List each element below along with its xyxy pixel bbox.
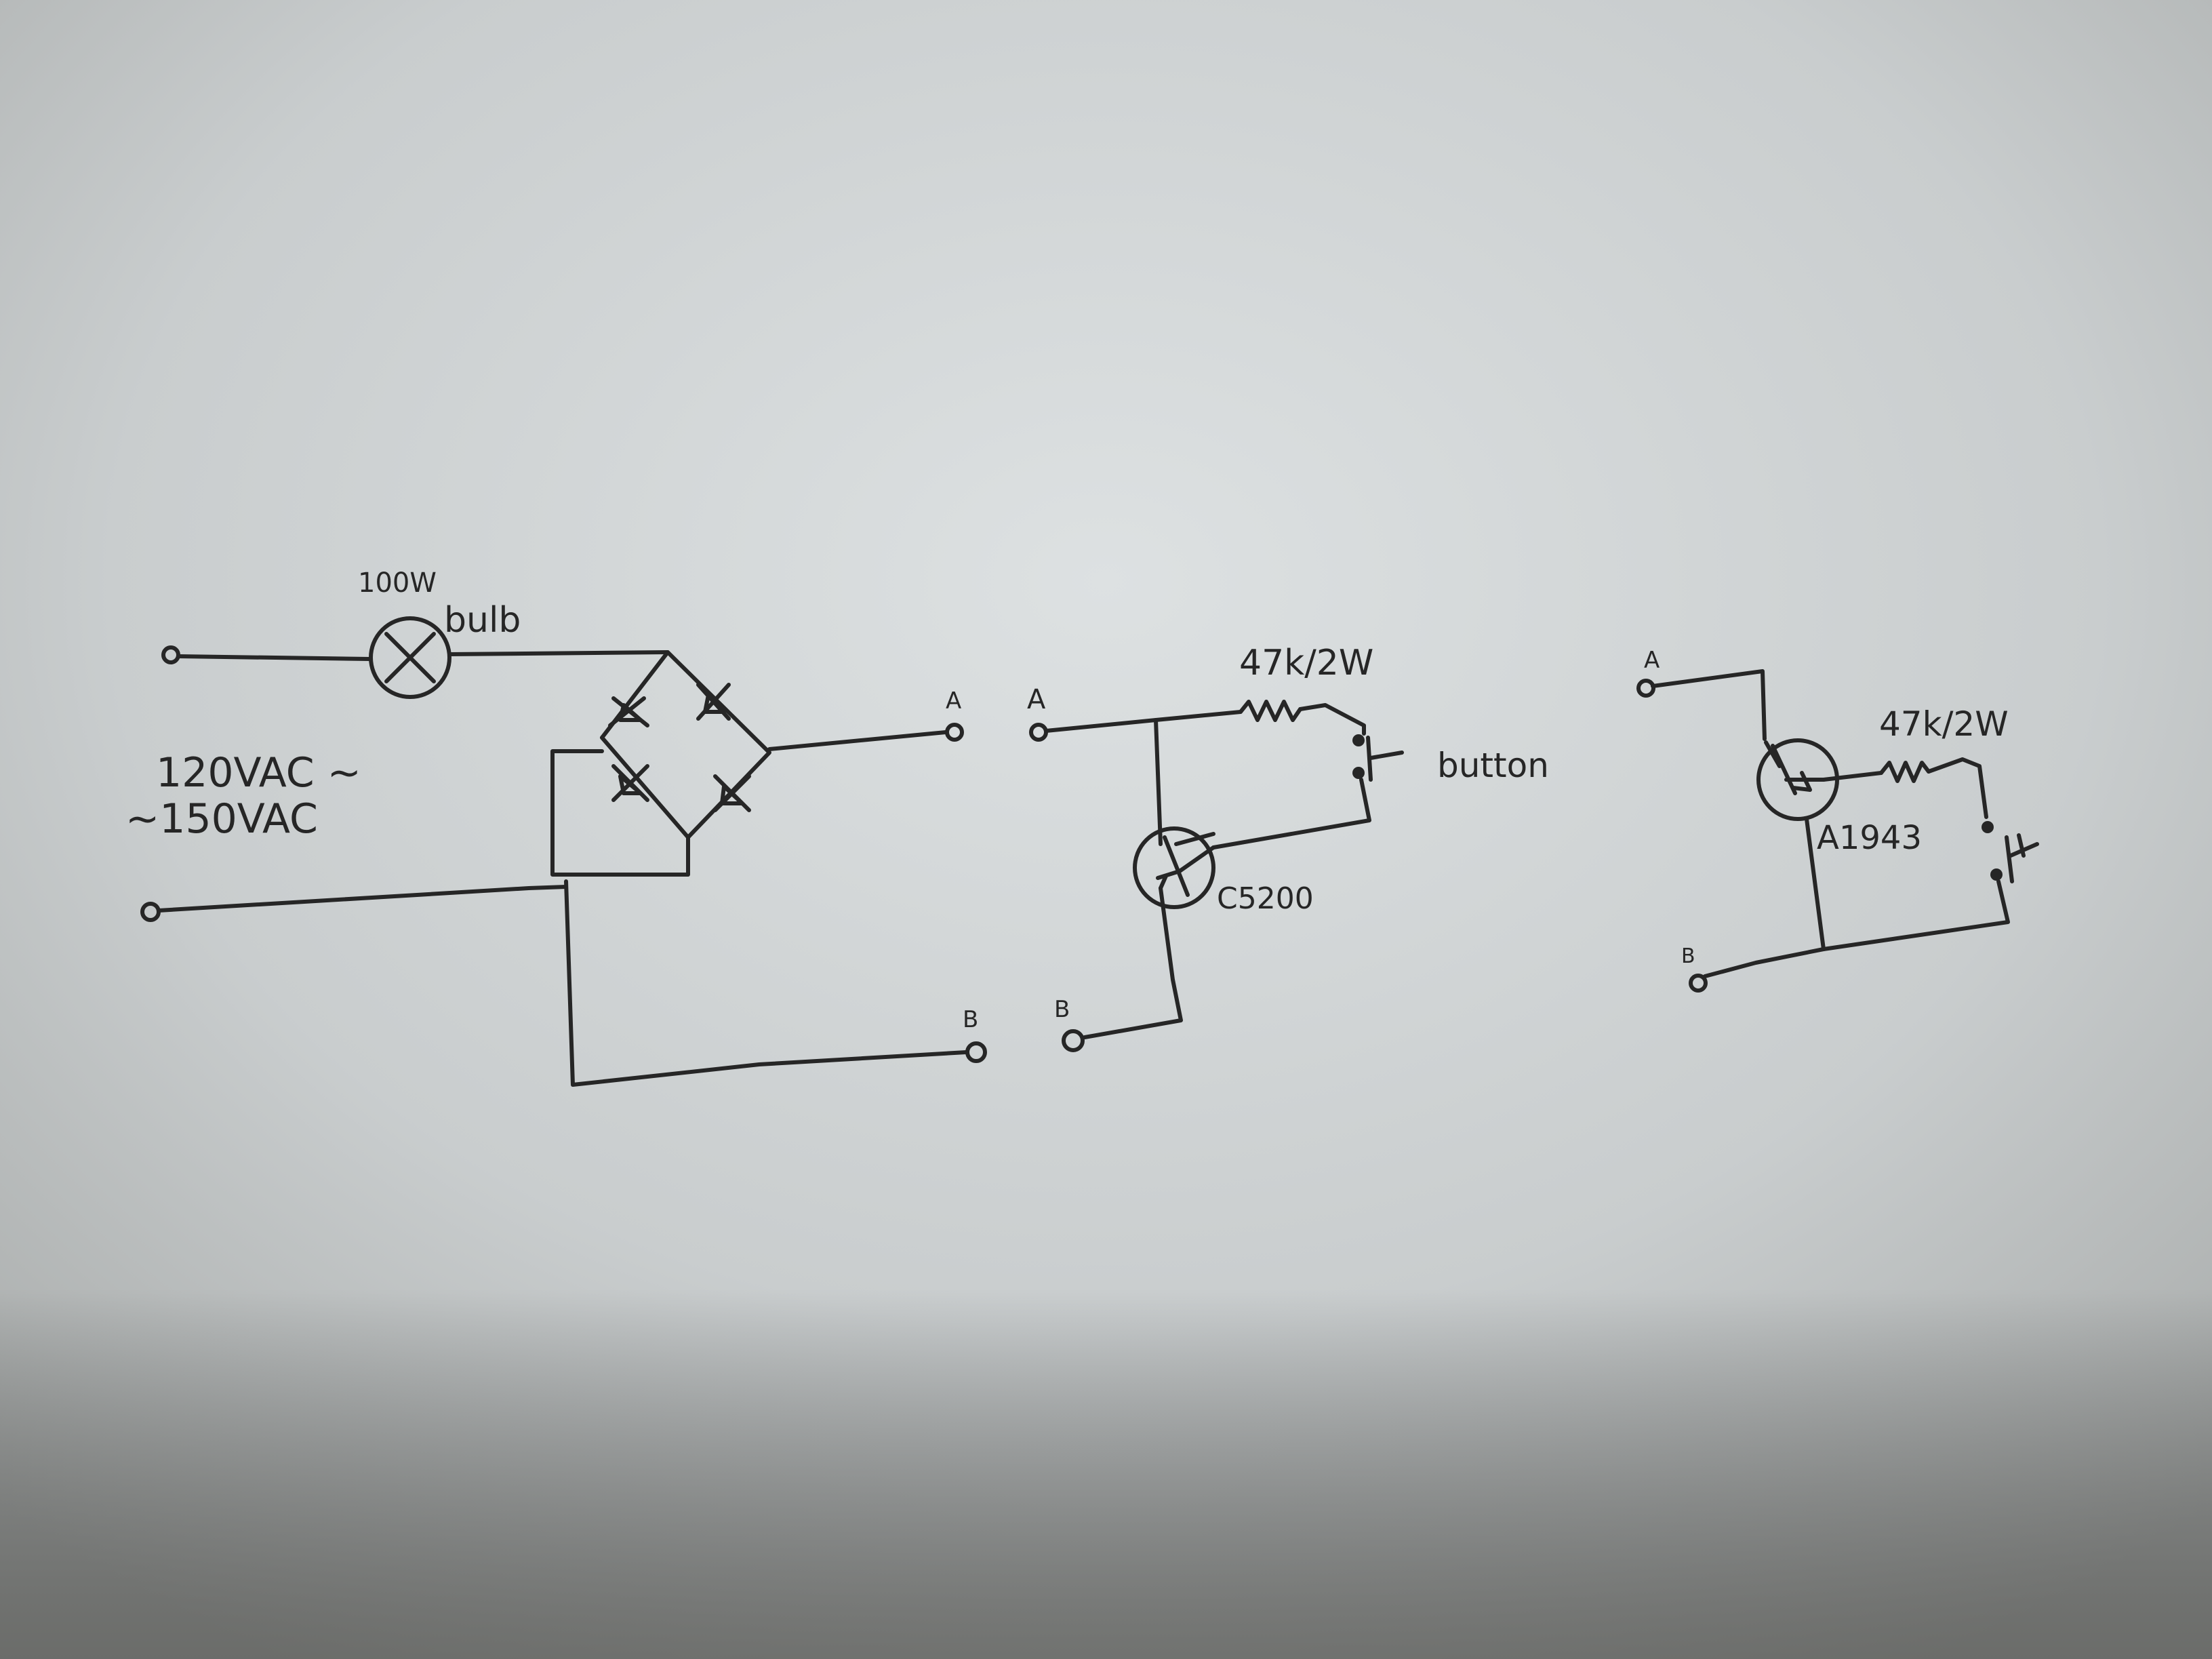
resistor-value-label: 47k/2W [1239,643,1373,683]
npn-transistor-icon [1133,826,1215,909]
diode-icon [611,764,649,802]
wire [1044,718,1158,733]
bulb-icon [369,616,451,699]
resistor-icon [1879,761,1931,783]
wire [564,879,968,1087]
wire [767,730,948,751]
push-button-icon [1352,734,1404,782]
transistor-name-label: A1943 [1817,819,1922,857]
output-label-b: B [963,1006,978,1033]
output-terminal-a [945,723,964,742]
diode-icon [696,683,731,721]
wire [1822,879,2010,951]
wire [176,654,371,661]
lamp-name-label: bulb [444,600,521,641]
push-button-icon [1982,821,2039,883]
wire [550,749,690,877]
wire [1927,757,1988,819]
supply-voltage-label-2: ~150VAC [125,795,318,843]
wire [1154,710,1243,722]
input-label-a: A [1644,647,1660,674]
circuit-npn-switch: A B 47k/2W button C5200 [1027,643,1549,1052]
circuit-pnp-switch: A B 47k/2W A1943 [1636,647,2039,993]
bottom-shadow [0,1288,2212,1659]
circuit-bridge-rectifier: 100W bulb 120VAC ~ ~150VAC A B [125,567,987,1087]
output-label-a: A [946,687,961,715]
wire [157,885,568,913]
input-label-b: B [1681,944,1695,968]
lamp-power-label: 100W [358,567,437,599]
input-terminal-a [1636,679,1655,698]
wire [1298,703,1366,736]
input-terminal-b [1062,1029,1085,1052]
resistor-icon [1239,700,1302,722]
input-label-b: B [1054,996,1070,1023]
wire [1154,718,1163,846]
diode-icon [713,774,751,812]
supply-voltage-label-1: 120VAC ~ [156,749,361,797]
wire [1703,947,1826,978]
input-terminal-b [1689,974,1708,993]
wire [447,650,670,656]
wire [1083,886,1183,1039]
diode-icon [608,696,649,727]
wire [1822,771,1883,782]
resistor-value-label: 47k/2W [1879,704,2009,744]
input-label-a: A [1027,684,1046,715]
wire [1651,669,1767,741]
wire [1805,817,1826,951]
output-terminal-b [965,1041,987,1063]
switch-name-label: button [1437,746,1549,785]
wire [1211,778,1371,850]
transistor-name-label: C5200 [1217,881,1314,916]
